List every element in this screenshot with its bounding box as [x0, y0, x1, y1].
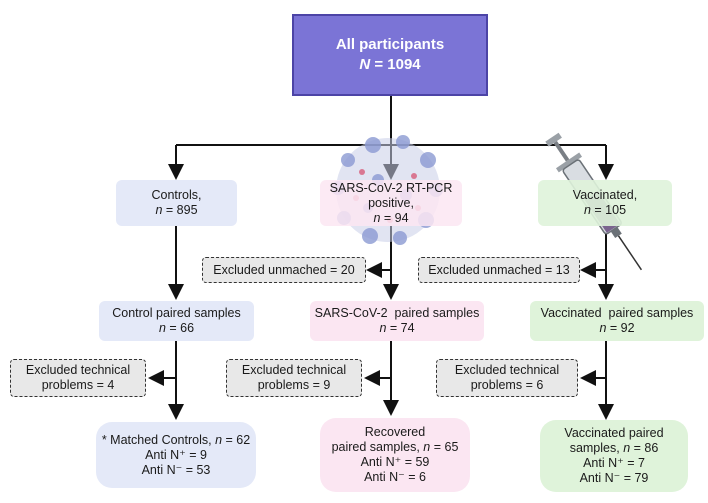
matched-controls-box: * Matched Controls, n = 62 Anti N⁺ = 9 A…: [96, 422, 256, 488]
vaccinated-excluded-technical-line1: Excluded technical: [454, 363, 560, 377]
vaccinated-paired-box: Vaccinated paired samples n = 92: [530, 301, 704, 341]
sars-count: n = 94: [373, 210, 409, 225]
controls-excluded-technical-line2: problems = 4: [41, 378, 115, 392]
controls-excluded-technical-box: Excluded technical problems = 4: [10, 359, 146, 397]
vaccinated-paired-count: n = 92: [599, 321, 635, 335]
controls-excluded-technical-line1: Excluded technical: [25, 363, 131, 377]
sars-excluded-technical-line1: Excluded technical: [241, 363, 347, 377]
vaccinated-excluded-technical-line2: problems = 6: [470, 378, 544, 392]
recovered-title-line1: Recovered: [364, 425, 426, 439]
controls-count: n = 895: [155, 203, 198, 217]
vaccinated-box: Vaccinated, n = 105: [538, 180, 672, 226]
all-participants-box: All participants N = 1094: [292, 14, 488, 96]
vaccinated-final-anti-neg: Anti N⁻ = 79: [579, 471, 649, 485]
recovered-anti-pos: Anti N⁺ = 59: [360, 455, 430, 469]
sars-excluded-technical-line2: problems = 9: [257, 378, 331, 392]
matched-controls-anti-pos: Anti N⁺ = 9: [145, 447, 207, 462]
sars-title-line1: SARS-CoV-2 RT-PCR: [329, 180, 453, 195]
matched-controls-anti-neg: Anti N⁻ = 53: [141, 462, 211, 477]
sars-excluded-unmatched-label: Excluded unmached = 20: [213, 262, 355, 277]
sars-paired-count: n = 74: [379, 321, 415, 335]
vaccinated-excluded-unmatched-box: Excluded unmached = 13: [418, 257, 580, 283]
controls-box: Controls, n = 895: [116, 180, 237, 226]
sars-excluded-unmatched-box: Excluded unmached = 20: [202, 257, 366, 283]
sars-excluded-technical-box: Excluded technical problems = 9: [226, 359, 362, 397]
controls-paired-count: n = 66: [158, 321, 195, 335]
vaccinated-excluded-technical-box: Excluded technical problems = 6: [436, 359, 578, 397]
vaccinated-final-title-line2: samples, n = 86: [569, 441, 659, 455]
vaccinated-excluded-unmatched-label: Excluded unmached = 13: [428, 262, 570, 277]
vaccinated-final-box: Vaccinated paired samples, n = 86 Anti N…: [540, 420, 688, 492]
vaccinated-final-title-line1: Vaccinated paired: [564, 426, 664, 440]
sars-box: SARS-CoV-2 RT-PCR positive, n = 94: [320, 180, 462, 226]
controls-paired-box: Control paired samples n = 66: [99, 301, 254, 341]
vaccinated-count: n = 105: [583, 203, 627, 217]
recovered-box: Recovered paired samples, n = 65 Anti N⁺…: [320, 418, 470, 492]
sars-paired-title: SARS-CoV-2 paired samples: [314, 306, 480, 320]
vaccinated-title: Vaccinated,: [572, 188, 638, 202]
vaccinated-final-anti-pos: Anti N⁺ = 7: [583, 456, 645, 470]
sars-title-line2: positive,: [368, 195, 414, 210]
controls-title: Controls,: [151, 188, 202, 202]
all-participants-count: N = 1094: [359, 56, 421, 73]
matched-controls-title: * Matched Controls, n = 62: [101, 432, 251, 447]
sars-paired-box: SARS-CoV-2 paired samples n = 74: [310, 301, 484, 341]
controls-paired-title: Control paired samples: [112, 306, 241, 320]
all-participants-label: All participants: [335, 36, 445, 53]
vaccinated-paired-title: Vaccinated paired samples: [540, 306, 694, 320]
recovered-anti-neg: Anti N⁻ = 6: [364, 470, 426, 484]
recovered-title-line2: paired samples, n = 65: [331, 440, 459, 454]
